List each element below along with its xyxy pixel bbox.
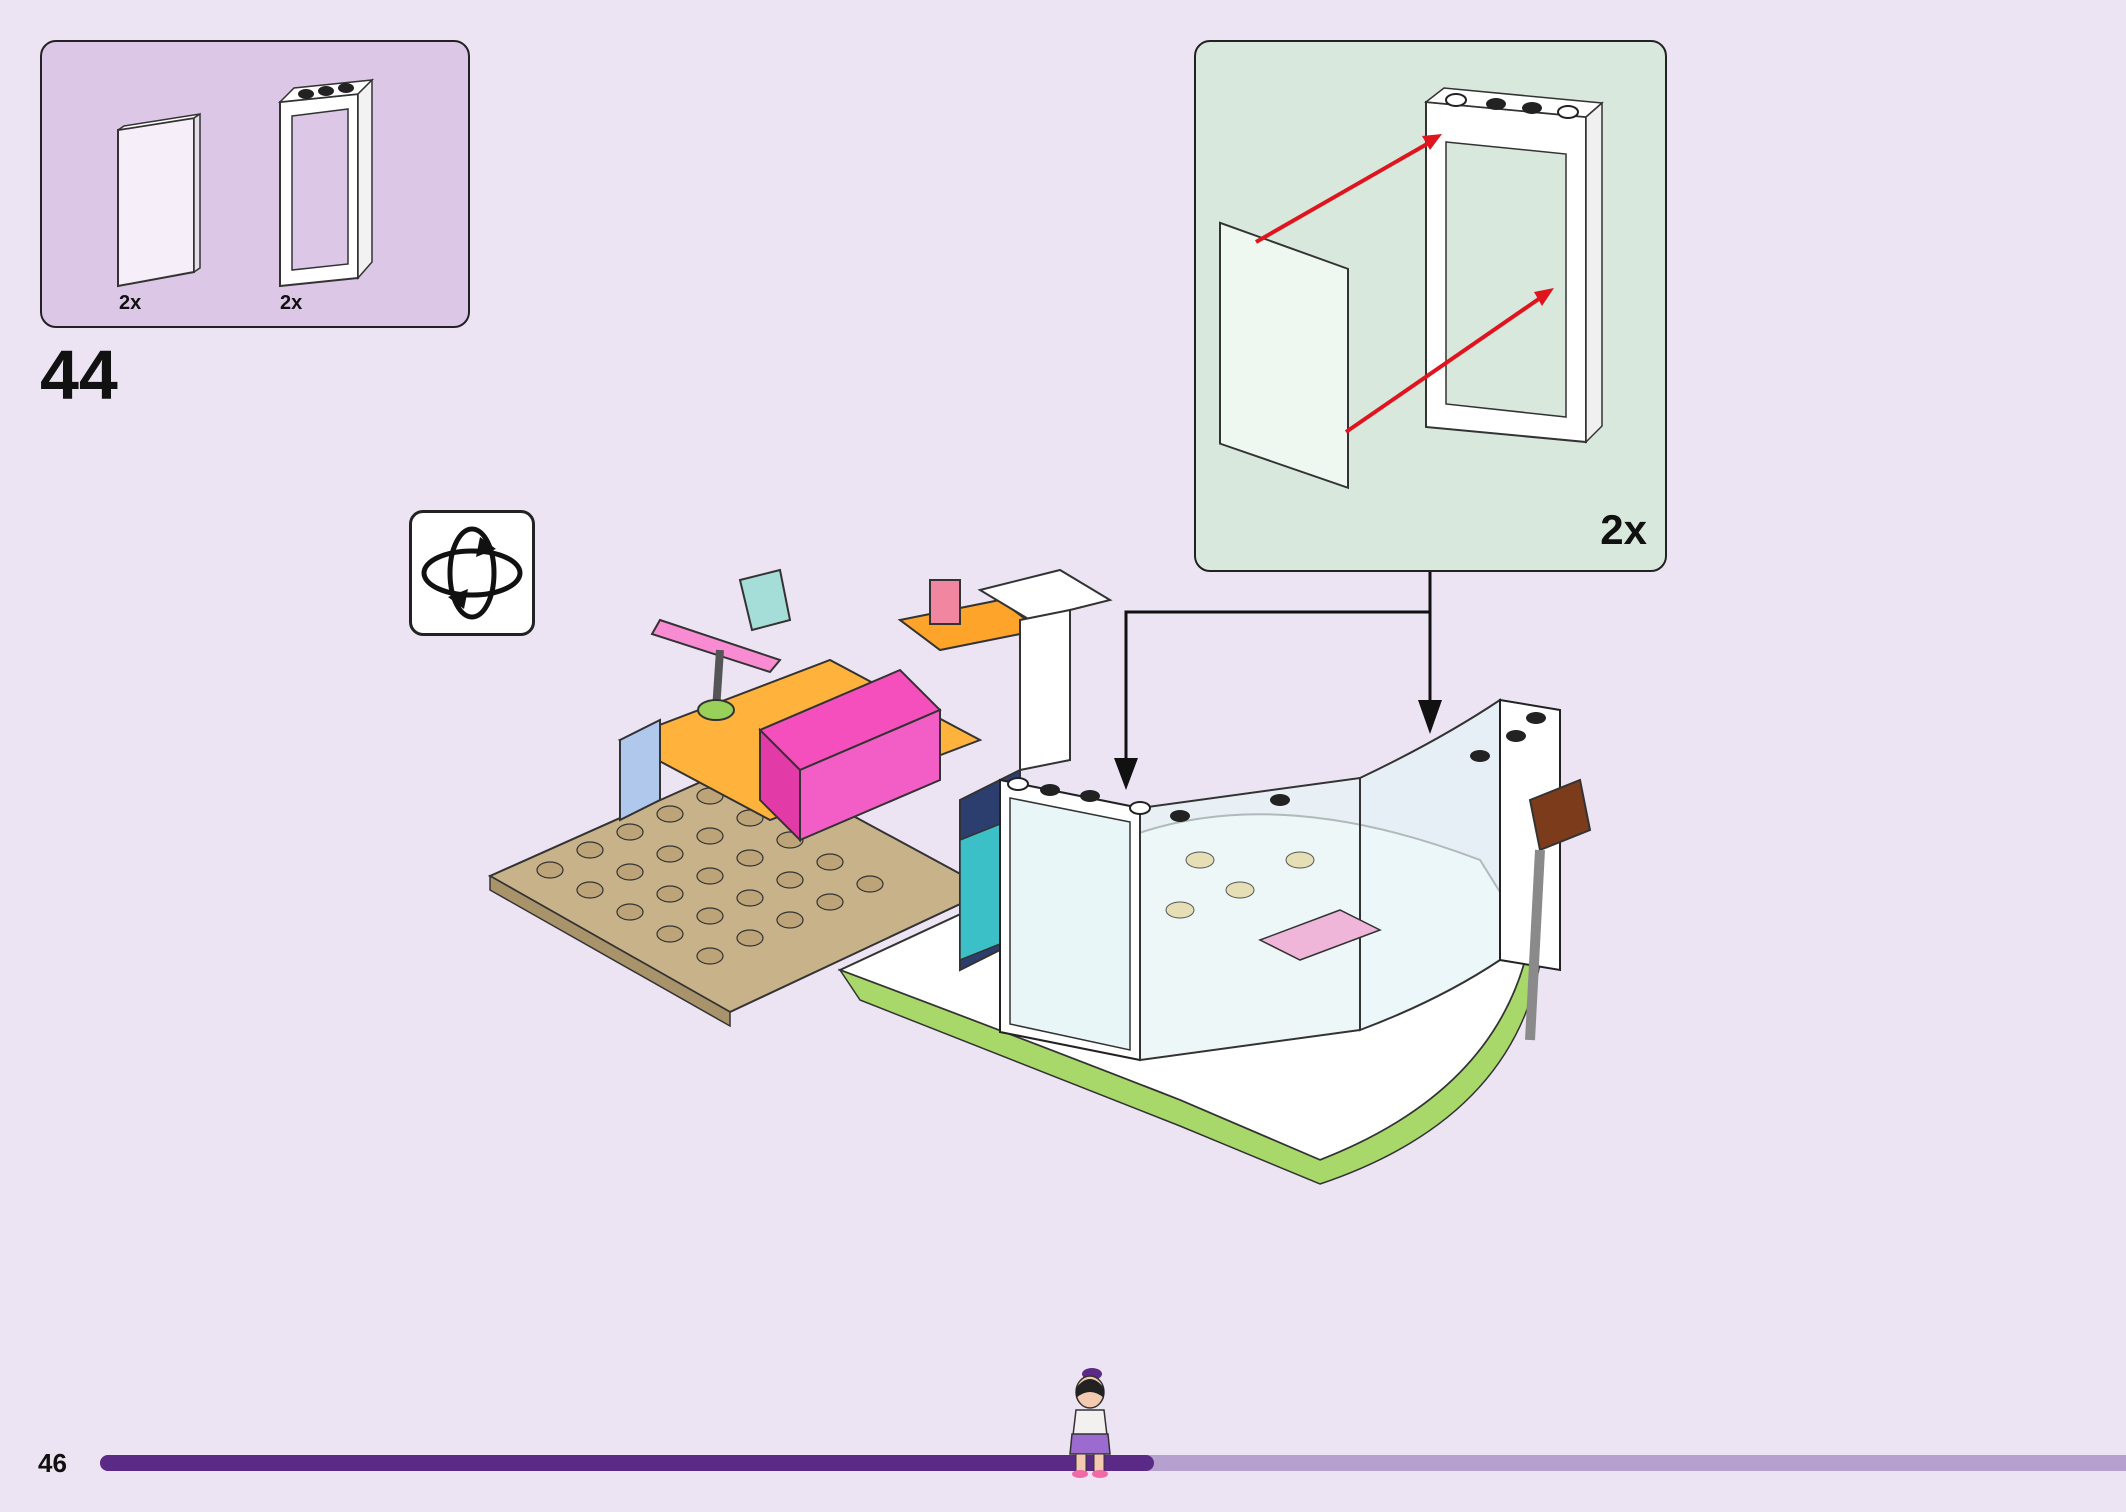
window-frame-part bbox=[277, 78, 375, 288]
minifigure-marker-icon bbox=[1069, 1368, 1111, 1478]
subassembly-diagram bbox=[1219, 87, 1604, 490]
parts-list-box: 2x 2x bbox=[40, 40, 470, 328]
subassembly-qty: 2x bbox=[1600, 506, 1647, 553]
main-model-illustration bbox=[487, 568, 1592, 1185]
step-number: 44 bbox=[40, 336, 118, 414]
progress-bar bbox=[100, 1455, 2126, 1471]
window-frame-qty: 2x bbox=[280, 292, 303, 314]
glass-panel-part bbox=[117, 112, 201, 288]
progress-fill bbox=[100, 1455, 1154, 1471]
rotate-model-icon bbox=[409, 510, 535, 636]
page-number: 46 bbox=[38, 1448, 67, 1478]
glass-panel-qty: 2x bbox=[119, 292, 142, 314]
subassembly-box: 2x bbox=[1194, 40, 1667, 572]
